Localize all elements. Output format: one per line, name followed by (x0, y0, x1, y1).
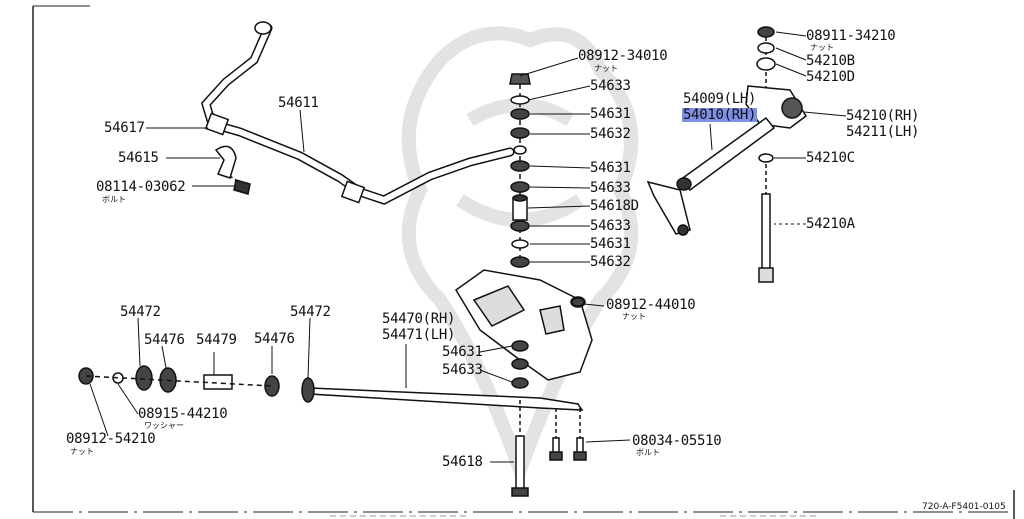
label-08915-44210: 08915-44210 (138, 406, 228, 422)
label-54010-highlighted[interactable]: 54010(RH) (682, 107, 758, 123)
label-54633: 54633 (442, 362, 483, 378)
label-54472: 54472 (290, 304, 331, 320)
lower-control-arm (455, 269, 593, 389)
sublabel-washer: ワッシャー (144, 421, 184, 430)
label-54633: 54633 (590, 180, 631, 196)
figure-code: 720-A-F5401-0105 (922, 502, 1006, 512)
label-54633: 54633 (590, 78, 631, 94)
stabilizer-bar (200, 21, 515, 205)
label-08912-44010: 08912-44010 (606, 297, 696, 313)
sublabel-bolt: ボルト (102, 195, 126, 204)
label-54476: 54476 (254, 331, 295, 347)
sublabel-nut: ナット (594, 64, 618, 73)
bottom-bolts (511, 297, 587, 497)
label-54618D: 54618D (590, 198, 639, 214)
label-54210A: 54210A (806, 216, 855, 232)
label-54470: 54470(RH) (382, 311, 456, 327)
sublabel-nut: ナット (70, 447, 94, 456)
label-54631: 54631 (590, 160, 631, 176)
center-stack-hardware (509, 73, 531, 268)
sublabel-nut: ナット (622, 312, 646, 321)
label-54618: 54618 (442, 454, 483, 470)
label-54210D: 54210D (806, 69, 855, 85)
strut-rod-assembly (646, 26, 807, 283)
label-54210: 54210(RH) (846, 108, 920, 124)
label-54615: 54615 (118, 150, 159, 166)
label-54471: 54471(LH) (382, 327, 456, 343)
label-54210B: 54210B (806, 53, 855, 69)
label-54633: 54633 (590, 218, 631, 234)
label-54476: 54476 (144, 332, 185, 348)
tension-rod (78, 365, 584, 411)
leader-lines (89, 31, 847, 463)
sublabel-bolt: ボルト (636, 448, 660, 457)
label-54632: 54632 (590, 254, 631, 270)
label-54631: 54631 (442, 344, 483, 360)
stabilizer-bracket (214, 145, 251, 195)
diagram-frame (32, 5, 1015, 519)
label-54611: 54611 (278, 95, 319, 111)
label-08912-34010: 08912-34010 (578, 48, 668, 64)
label-54631: 54631 (590, 106, 631, 122)
sublabel-nut: ナット (810, 43, 834, 52)
label-54210C: 54210C (806, 150, 855, 166)
label-54617: 54617 (104, 120, 145, 136)
label-08912-54210: 08912-54210 (66, 431, 156, 447)
label-08911-34210: 08911-34210 (806, 28, 896, 44)
label-08034-05510: 08034-05510 (632, 433, 722, 449)
label-54009: 54009(LH) (683, 91, 757, 107)
label-54632: 54632 (590, 126, 631, 142)
label-08114-03062: 08114-03062 (96, 179, 186, 195)
label-54211: 54211(LH) (846, 124, 920, 140)
label-54479: 54479 (196, 332, 237, 348)
label-54631: 54631 (590, 236, 631, 252)
label-54472: 54472 (120, 304, 161, 320)
